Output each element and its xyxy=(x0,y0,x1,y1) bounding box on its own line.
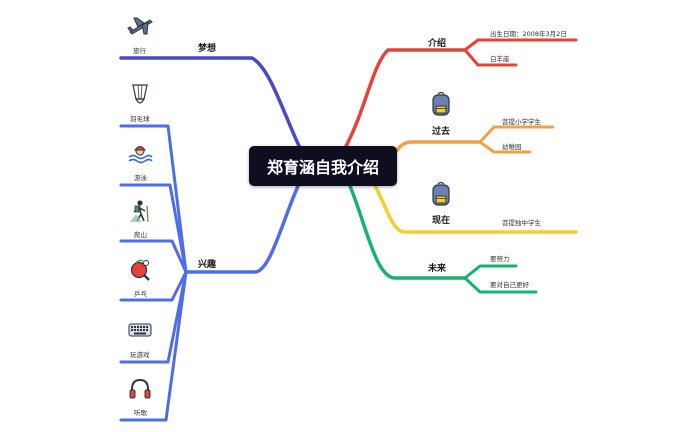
connector-hobby-badminton xyxy=(119,124,188,274)
central-topic[interactable]: 郑育涵自我介绍 xyxy=(249,146,397,186)
subtopic-music[interactable]: 听歌 xyxy=(134,409,147,417)
subtopic-be-kind-to-self[interactable]: 要对自己更好 xyxy=(490,281,529,289)
connector-present xyxy=(373,184,578,234)
connector-hobby xyxy=(184,184,300,274)
subtopic-badminton[interactable]: 羽毛球 xyxy=(130,115,150,123)
connector-hobby-game xyxy=(119,270,188,364)
subtopic-zodiac[interactable]: 白羊座 xyxy=(490,55,510,63)
connector-future-effort xyxy=(463,264,518,280)
topic-past[interactable]: 过去 xyxy=(432,127,451,137)
keyboard-icon xyxy=(128,323,152,337)
connector-intro-zodiac xyxy=(463,48,518,67)
topic-present[interactable]: 现在 xyxy=(432,216,451,226)
shuttlecock-icon xyxy=(132,84,148,104)
connector-past-kindergarten xyxy=(478,140,532,154)
airplane-icon xyxy=(127,17,153,35)
backpack-icon xyxy=(432,91,450,116)
headphones-icon xyxy=(129,378,151,399)
topic-hobby[interactable]: 兴趣 xyxy=(198,260,217,270)
topic-intro[interactable]: 介绍 xyxy=(428,39,447,49)
connector-hobby-music xyxy=(119,270,188,422)
hiker-icon xyxy=(130,200,149,223)
subtopic-travel[interactable]: 旅行 xyxy=(133,47,146,55)
subtopic-birthday[interactable]: 出生日期：2008年3月2日 xyxy=(490,30,567,38)
connector-past xyxy=(390,140,482,160)
ping-pong-icon xyxy=(130,259,150,281)
connector-hobby-hike xyxy=(119,239,188,274)
connector-future xyxy=(348,184,467,280)
connector-hobby-pingpong xyxy=(119,270,188,302)
topic-future[interactable]: 未来 xyxy=(428,264,447,274)
connector-dream xyxy=(119,56,302,150)
swimmer-icon xyxy=(128,146,153,164)
connector-past-primary xyxy=(478,125,555,144)
subtopic-secondary-school[interactable]: 菩提独中学生 xyxy=(502,219,541,227)
topic-dream[interactable]: 梦想 xyxy=(198,44,217,54)
central-topic-label: 郑育涵自我介绍 xyxy=(266,158,379,177)
connector-future-self xyxy=(463,276,538,294)
subtopic-gaming[interactable]: 玩游戏 xyxy=(130,351,150,359)
connector-intro-birthday xyxy=(463,38,578,52)
subtopic-hiking[interactable]: 爬山 xyxy=(134,231,147,239)
subtopic-primary-school[interactable]: 菩提小学学生 xyxy=(502,118,541,126)
subtopic-ping-pong[interactable]: 乒乓 xyxy=(134,290,147,298)
subtopic-swimming[interactable]: 游泳 xyxy=(134,174,147,182)
connector-hobby-swim xyxy=(119,183,188,274)
backpack-icon xyxy=(432,181,450,206)
connector-intro xyxy=(342,48,467,152)
subtopic-kindergarten[interactable]: 幼稚园 xyxy=(502,143,522,151)
subtopic-work-hard[interactable]: 要努力 xyxy=(490,255,510,263)
